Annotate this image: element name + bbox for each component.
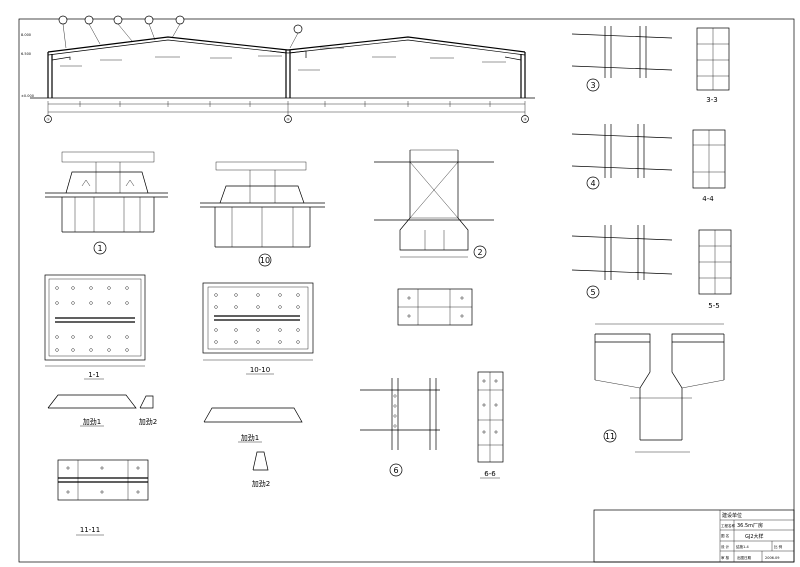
stiffener-label-1b: 加劲1: [241, 433, 259, 442]
detail-4: 4 4-4: [571, 124, 726, 203]
detail-label-5: 5: [590, 288, 595, 297]
tb-drawing-value: GJ2大样: [745, 533, 764, 540]
frame-elevation: ① ② ③ 8.000 6.500 ±0.000: [21, 15, 535, 123]
detail-label-1: 1: [97, 244, 102, 253]
tb-date-value: 2006.09: [765, 556, 779, 560]
detail-label-10: 10: [260, 256, 270, 265]
detail-10: 10: [200, 161, 325, 267]
detail-3: 3 3-3: [571, 26, 730, 104]
detail-2: 2: [374, 149, 494, 326]
tb-project-label: 工程名称: [721, 523, 735, 528]
stiffener-plates: 加劲1 加劲2 加劲1 加劲2: [47, 394, 303, 488]
section-11-11: 11-11: [57, 459, 149, 536]
detail-label-3: 3: [590, 81, 595, 90]
section-label-10-10: 10-10: [250, 366, 270, 374]
tb-project-value: 36.5m厂房: [737, 522, 763, 529]
tb-client-label: 建设单位: [722, 512, 742, 519]
tb-sheet-no: 结施1-4: [736, 544, 749, 549]
title-block: 建设单位 工程名称 36.5m厂房 图 名 GJ2大样 设 计 结施1-4 比 …: [593, 509, 795, 563]
plan-10-10: 10-10: [202, 282, 314, 375]
detail-5: 5 5-5: [571, 225, 732, 310]
tb-scale-label: 比 例: [774, 544, 783, 549]
detail-label-2: 2: [477, 248, 482, 257]
section-label-11-11: 11-11: [80, 526, 100, 534]
section-label-3-3: 3-3: [706, 96, 717, 104]
detail-1: 1: [45, 151, 168, 255]
section-label-1-1: 1-1: [88, 371, 99, 379]
grid-axis-c: ③: [524, 118, 527, 122]
detail-label-11: 11: [605, 432, 615, 441]
detail-11: 11: [594, 323, 725, 453]
section-label-5-5: 5-5: [708, 302, 719, 310]
section-label-4-4: 4-4: [702, 195, 714, 203]
stiffener-label-2a: 加劲2: [139, 417, 157, 426]
elev-ridge: 8.000: [21, 33, 31, 37]
grid-axis-b: ②: [287, 118, 290, 122]
section-label-6-6: 6-6: [484, 470, 496, 478]
tb-drawing-label: 图 名: [721, 533, 729, 538]
elev-eave: 6.500: [21, 52, 31, 56]
tb-check-label: 审 核: [721, 555, 730, 560]
grid-axis-a: ①: [47, 118, 50, 122]
detail-6: 6 6-6: [360, 371, 504, 479]
tb-design-label: 设 计: [721, 544, 730, 549]
tb-date-label: 出图日期: [737, 555, 751, 560]
sheet-border: [18, 18, 795, 563]
detail-label-6: 6: [393, 466, 398, 475]
stiffener-label-2b: 加劲2: [252, 479, 270, 488]
elev-base: ±0.000: [21, 94, 34, 98]
detail-label-4: 4: [590, 179, 595, 188]
stiffener-label-1a: 加劲1: [83, 417, 101, 426]
plan-1-1: 1-1: [44, 274, 146, 380]
